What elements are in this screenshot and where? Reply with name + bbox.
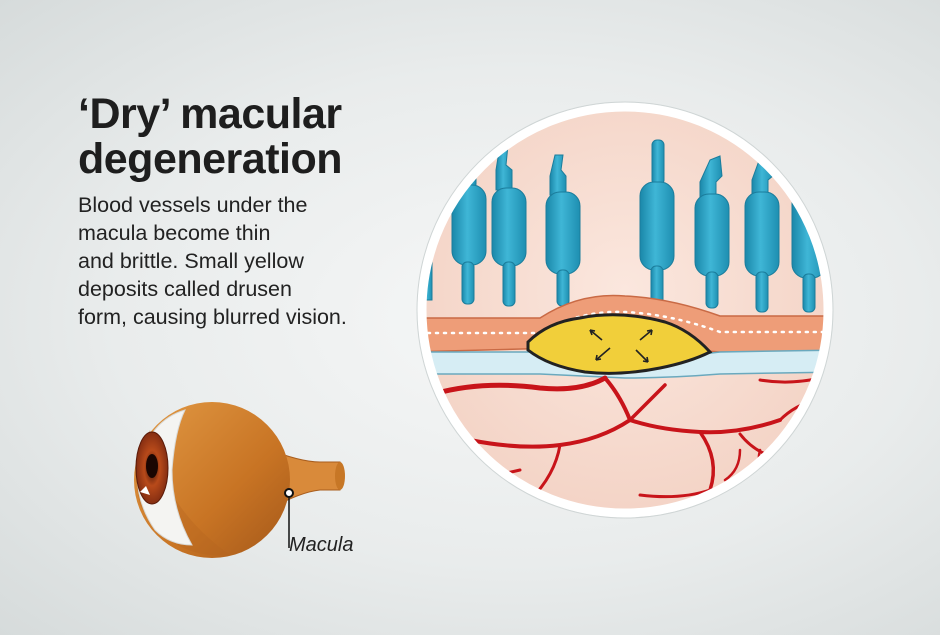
magnified-retina-view [416, 101, 834, 519]
drusen-deposit-icon [526, 313, 713, 375]
description-line: Blood vessels under the [78, 193, 308, 217]
description-line: and brittle. Small yellow [78, 249, 304, 273]
diagram-title: ‘Dry’ macular degeneration [78, 90, 343, 183]
description-text: Blood vessels under the macula become th… [78, 191, 408, 331]
title-line-1: ‘Dry’ macular [78, 90, 342, 138]
description-line: form, causing blurred vision. [78, 305, 347, 329]
description-line: deposits called drusen [78, 277, 292, 301]
macula-label: Macula [289, 534, 354, 556]
title-line-2: degeneration [78, 135, 343, 183]
description-line: macula become thin [78, 221, 271, 245]
eyeball-icon [134, 402, 345, 558]
